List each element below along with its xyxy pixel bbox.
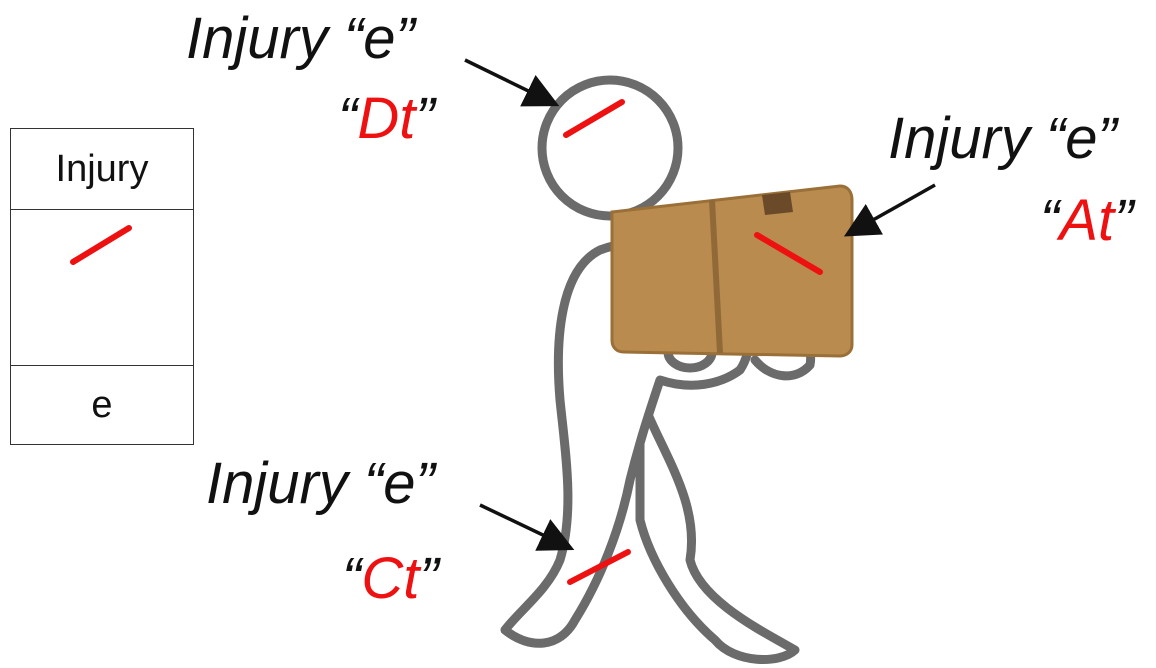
code-box: At (1059, 188, 1114, 253)
code-leg: Ct (361, 546, 419, 611)
head (542, 80, 678, 216)
arrow-head (465, 60, 553, 103)
back-leg (640, 395, 795, 659)
code-label-box: “At” (1040, 192, 1133, 250)
injury-label-head: Injury “e” (186, 10, 415, 68)
injury-label-leg: Injury “e” (206, 455, 435, 513)
code-head: Dt (357, 86, 415, 151)
code-label-head: “Dt” (338, 90, 435, 148)
code-label-leg: “Ct” (342, 550, 439, 608)
person-figure (505, 80, 811, 659)
injury-label-box: Injury “e” (888, 110, 1117, 168)
arrow-leg (480, 505, 568, 547)
arrow-box (850, 185, 935, 233)
